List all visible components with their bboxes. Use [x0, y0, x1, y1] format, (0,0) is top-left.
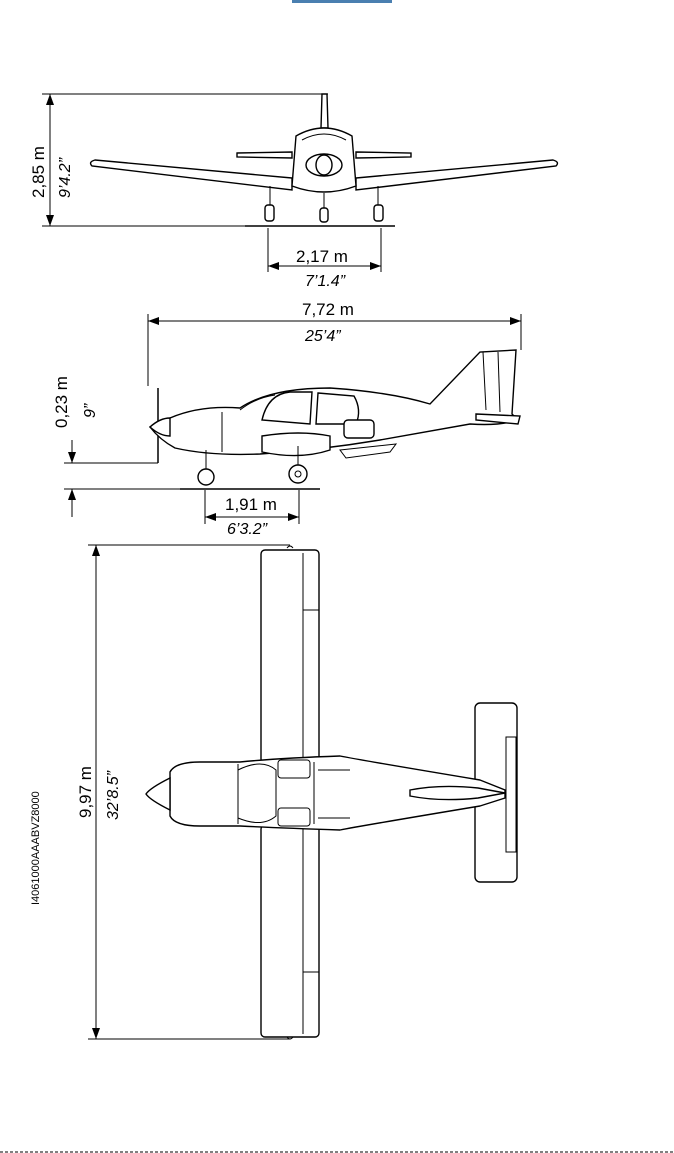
- side-main-wheel: [289, 465, 307, 483]
- front-fin: [321, 94, 328, 128]
- length-metric-label: 7,72 m: [302, 300, 354, 319]
- length-arrow-right: [510, 317, 521, 325]
- height-metric-label: 2,85 m: [29, 146, 48, 198]
- side-spinner: [150, 418, 170, 436]
- wheelbase-imperial-label: 6’3.2”: [227, 521, 268, 538]
- span-arrow-bottom: [92, 1028, 100, 1039]
- front-left-wheel: [265, 205, 274, 221]
- height-arrow-bottom: [46, 215, 54, 226]
- track-imperial-label: 7’1.4”: [305, 273, 346, 290]
- top-right-wing: [261, 825, 319, 1037]
- length-imperial-label: 25’4”: [304, 328, 341, 345]
- wheelbase-arrow-left: [205, 513, 216, 521]
- span-arrow-top: [92, 545, 100, 556]
- track-arrow-left: [268, 262, 279, 270]
- height-imperial-label: 9’4.2”: [57, 157, 74, 198]
- track-arrow-right: [370, 262, 381, 270]
- prop-clearance-imperial-label: 9”: [82, 403, 99, 418]
- wheelbase-metric-label: 1,91 m: [225, 495, 277, 514]
- top-view: 9,97 m 32’8.5”: [76, 545, 517, 1039]
- wheelbase-arrow-right: [288, 513, 299, 521]
- side-rear-window: [344, 420, 374, 438]
- front-right-stabilizer: [356, 152, 411, 158]
- side-flap: [340, 444, 396, 458]
- prop-clearance-arrow-bottom: [68, 489, 76, 500]
- prop-clearance-metric-label: 0,23 m: [52, 376, 71, 428]
- length-arrow-left: [148, 317, 159, 325]
- side-wing-root: [262, 433, 330, 456]
- track-metric-label: 2,17 m: [296, 247, 348, 266]
- span-metric-label: 9,97 m: [76, 766, 95, 818]
- top-spinner: [146, 778, 170, 810]
- front-left-stabilizer: [237, 152, 292, 158]
- span-imperial-label: 32’8.5”: [105, 770, 122, 820]
- front-view: 2,85 m 9’4.2” 2,17 m 7’1.4”: [29, 94, 557, 290]
- front-spinner: [316, 155, 332, 175]
- height-arrow-top: [46, 94, 54, 105]
- prop-clearance-arrow-top: [68, 452, 76, 463]
- side-view: 7,72 m 25’4” 0,23 m 9”: [52, 300, 521, 538]
- top-left-wingtip: [287, 546, 293, 548]
- front-right-wing: [356, 160, 557, 190]
- side-nose-wheel: [198, 469, 214, 485]
- front-nose-wheel: [320, 208, 328, 222]
- front-right-wheel: [374, 205, 383, 221]
- front-left-wing: [91, 160, 292, 190]
- top-left-wing: [261, 550, 319, 763]
- drawing-code: I4061000AAABVZ8000: [30, 791, 42, 905]
- top-color-bar: [292, 0, 392, 3]
